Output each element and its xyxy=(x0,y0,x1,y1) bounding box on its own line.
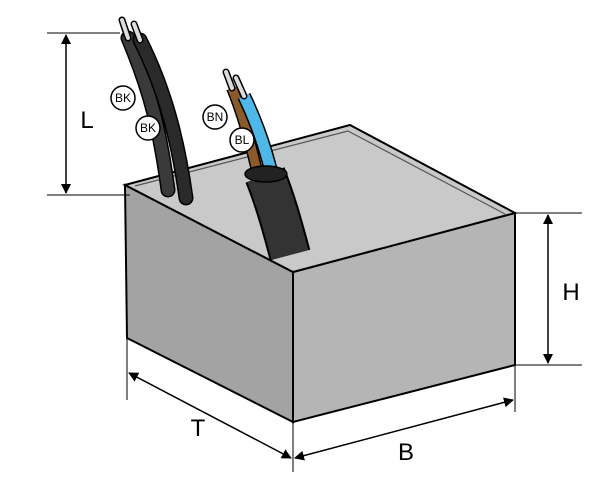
dimension-label-length: L xyxy=(80,107,93,134)
wire-label: BN xyxy=(207,110,224,124)
dimension-label-width: B xyxy=(398,439,414,466)
housing-box xyxy=(122,123,518,424)
wire-label: BK xyxy=(115,91,131,105)
cable-brown-blue xyxy=(222,68,311,261)
cable-black xyxy=(118,16,194,206)
wire-badge-bk-1: BK xyxy=(110,85,136,111)
wire-badge-bn: BN xyxy=(202,104,228,130)
dimension-label-depth: T xyxy=(191,415,206,442)
dimension-label-height: H xyxy=(562,279,579,306)
dimension-lines xyxy=(47,32,582,472)
wire-label: BL xyxy=(235,133,250,147)
wire-badge-bl: BL xyxy=(229,127,255,153)
box-top-rim xyxy=(134,130,506,215)
wire-badge-bk-2: BK xyxy=(135,115,161,141)
wire-label: BK xyxy=(140,121,156,135)
